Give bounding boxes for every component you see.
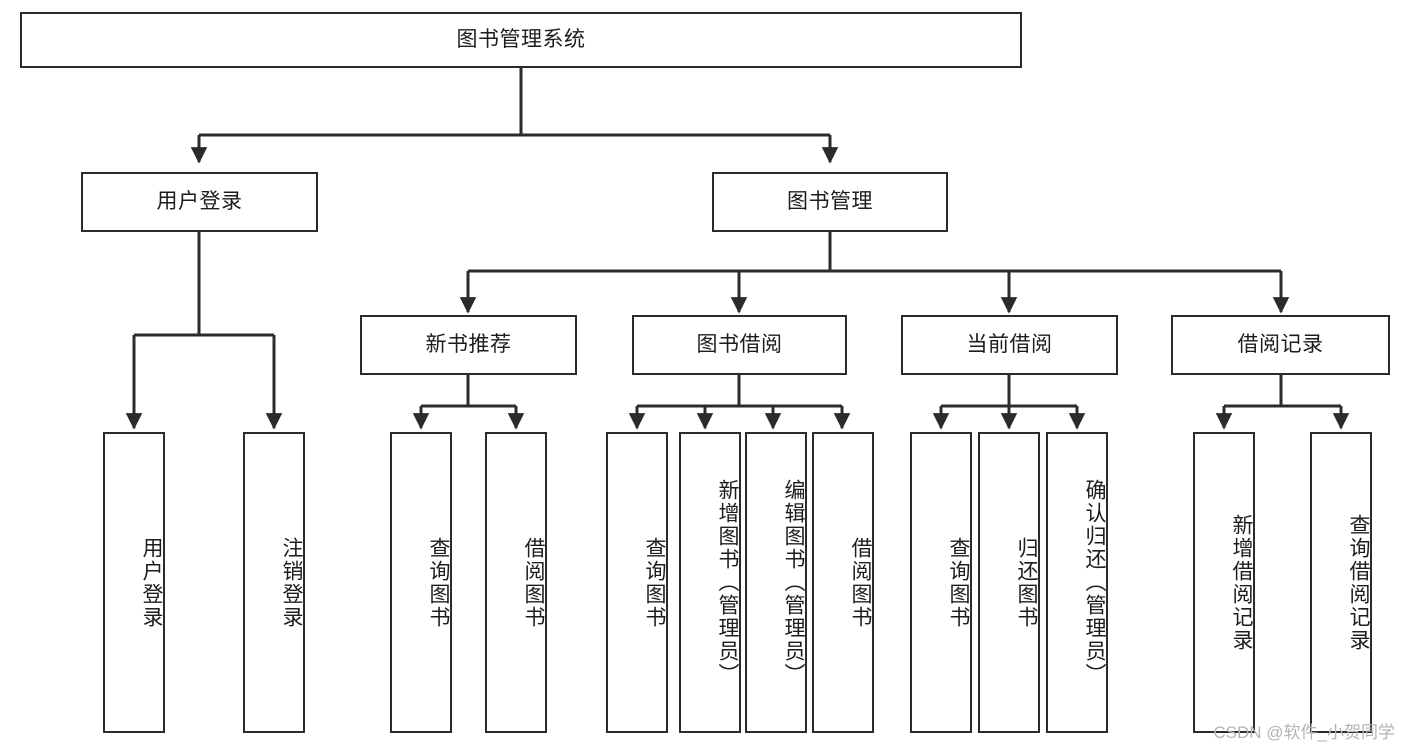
node-label: 归还图书 [1015, 536, 1038, 629]
node-label: 图书管理 [787, 190, 873, 214]
node-label: 注销登录 [280, 536, 303, 629]
node-label: 借阅图书 [522, 536, 545, 629]
node-current-borrow[interactable]: 当前借阅 [901, 315, 1118, 375]
watermark-text: CSDN @软件_小贺同学 [1213, 723, 1395, 742]
node-label: 图书管理系统 [456, 28, 586, 52]
node-label: 查询图书 [427, 536, 450, 629]
node-new-book-recommend[interactable]: 新书推荐 [360, 315, 577, 375]
node-label: 借阅图书 [849, 536, 872, 629]
node-label: 新增借阅记录 [1230, 513, 1253, 652]
leaf-borrow-record-query[interactable]: 查询借阅记录 [1310, 432, 1372, 733]
leaf-book-borrow-borrow[interactable]: 借阅图书 [812, 432, 874, 733]
leaf-book-borrow-edit[interactable]: 编辑图书（管理员） [745, 432, 807, 733]
node-label: 查询图书 [643, 536, 666, 629]
node-borrow-record[interactable]: 借阅记录 [1171, 315, 1390, 375]
node-label: 编辑图书（管理员） [782, 479, 805, 686]
node-label: 用户登录 [140, 536, 163, 629]
node-book-borrow[interactable]: 图书借阅 [632, 315, 847, 375]
node-user-login[interactable]: 用户登录 [81, 172, 318, 232]
node-label: 借阅记录 [1237, 333, 1324, 357]
node-book-management[interactable]: 图书管理 [712, 172, 948, 232]
node-label: 当前借阅 [966, 333, 1053, 357]
node-label: 查询借阅记录 [1347, 513, 1370, 652]
node-label: 新增图书（管理员） [716, 479, 739, 686]
node-label: 用户登录 [156, 190, 243, 214]
leaf-current-borrow-query[interactable]: 查询图书 [910, 432, 972, 733]
node-label: 确认归还（管理员） [1083, 479, 1106, 686]
leaf-new-book-query[interactable]: 查询图书 [390, 432, 452, 733]
leaf-book-borrow-add[interactable]: 新增图书（管理员） [679, 432, 741, 733]
leaf-borrow-record-add[interactable]: 新增借阅记录 [1193, 432, 1255, 733]
leaf-current-borrow-return[interactable]: 归还图书 [978, 432, 1040, 733]
leaf-current-borrow-confirm-return[interactable]: 确认归还（管理员） [1046, 432, 1108, 733]
leaf-user-login-login[interactable]: 用户登录 [103, 432, 165, 733]
node-label: 查询图书 [947, 536, 970, 629]
leaf-new-book-borrow[interactable]: 借阅图书 [485, 432, 547, 733]
node-root-book-management-system[interactable]: 图书管理系统 [20, 12, 1022, 68]
node-label: 新书推荐 [425, 333, 512, 357]
leaf-user-login-logout[interactable]: 注销登录 [243, 432, 305, 733]
node-label: 图书借阅 [696, 333, 783, 357]
leaf-book-borrow-query[interactable]: 查询图书 [606, 432, 668, 733]
